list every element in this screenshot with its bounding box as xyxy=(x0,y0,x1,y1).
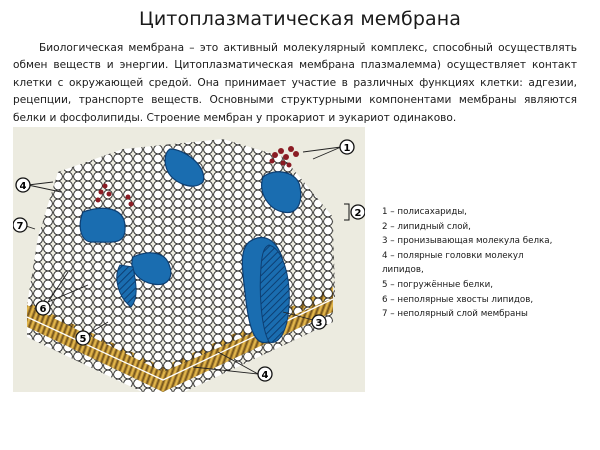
callout-markers: 1 2 3 4 4 5 6 7 xyxy=(13,139,365,382)
legend-item: 1 – полисахариды, xyxy=(382,207,467,217)
svg-text:2: 2 xyxy=(355,208,362,219)
legend-item: 3 – пронизывающая молекула белка, xyxy=(382,236,553,247)
transmembrane-protein-side xyxy=(259,244,290,343)
intro-paragraph: Биологическая мембрана – это активный мо… xyxy=(13,42,577,124)
polysaccharide-chains xyxy=(95,146,299,207)
callout-6: 6 xyxy=(35,300,51,316)
svg-text:4: 4 xyxy=(20,181,27,192)
svg-text:3: 3 xyxy=(316,318,323,329)
protein-embedded-4-side xyxy=(116,264,137,308)
protein-embedded-4 xyxy=(131,252,172,286)
svg-text:1: 1 xyxy=(344,143,351,154)
protein-embedded-2 xyxy=(164,148,205,187)
callout-4-bottom: 4 xyxy=(257,366,273,382)
callout-7: 7 xyxy=(13,217,28,233)
svg-text:4: 4 xyxy=(262,370,269,381)
svg-text:7: 7 xyxy=(17,221,24,232)
svg-text:6: 6 xyxy=(40,304,47,315)
membrane-diagram: 1 2 3 4 4 5 6 7 xyxy=(13,127,365,392)
callout-3: 3 xyxy=(311,314,327,330)
membrane-illustration: 1 2 3 4 4 5 6 7 xyxy=(13,139,365,392)
slide-title: Цитоплазматическая мембрана xyxy=(139,8,461,30)
callout-2: 2 xyxy=(344,203,365,221)
svg-text:5: 5 xyxy=(80,334,87,345)
diagram-legend: 1 – полисахариды, 2 – липидный слой, 3 –… xyxy=(382,205,592,322)
callout-4-top: 4 xyxy=(15,177,31,193)
callout-5: 5 xyxy=(75,330,91,346)
protein-embedded-1 xyxy=(79,207,126,243)
lower-lipid-heads xyxy=(27,312,333,392)
protein-embedded-3 xyxy=(261,171,302,214)
legend-item: 2 – липидный слой, xyxy=(382,221,471,232)
legend-item: 5 – погружённые белки, xyxy=(382,279,494,290)
intro-text: Биологическая мембрана – это активный мо… xyxy=(13,40,577,127)
legend-item: 7 – неполярный слой мембраны xyxy=(382,309,528,320)
callout-1: 1 xyxy=(339,139,355,155)
legend-item: 6 – неполярные хвосты липидов, xyxy=(382,294,534,305)
legend-item: 4 – полярные головки молекул липидов, xyxy=(382,250,524,276)
